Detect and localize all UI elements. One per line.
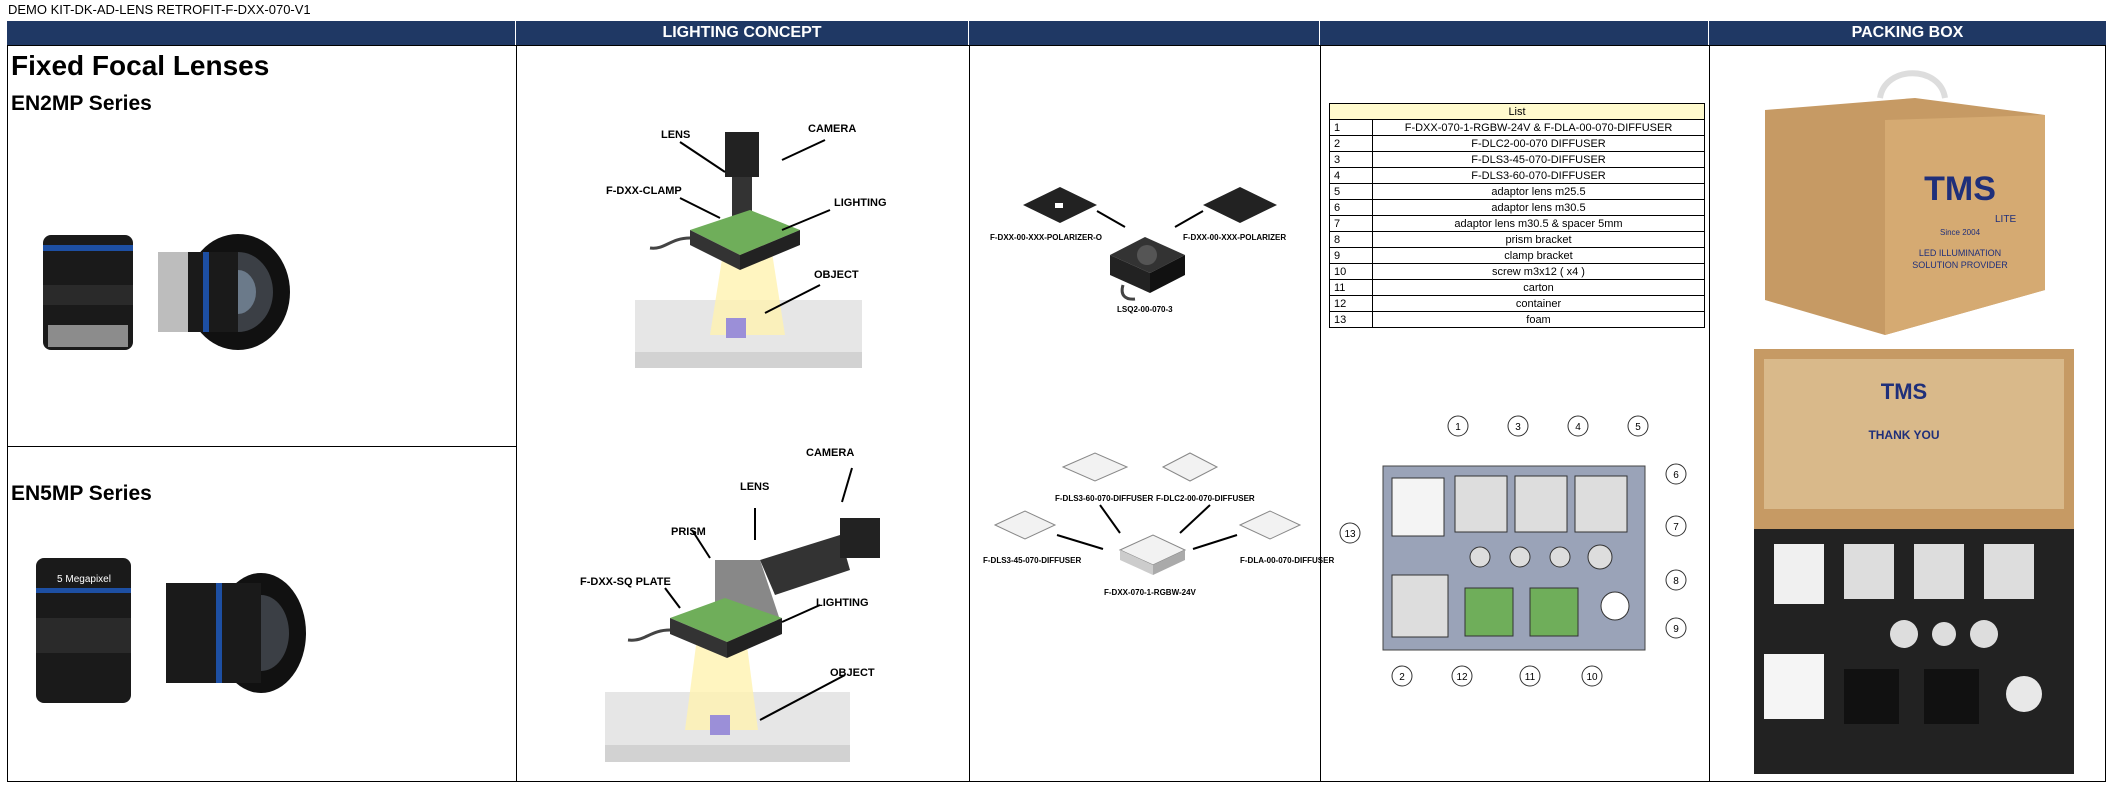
callout-7: 7 — [1673, 522, 1679, 533]
packing-box-photo: TMS LITE Since 2004 LED ILLUMINATION SOL… — [1765, 70, 2045, 335]
box-brand: TMS — [1924, 170, 1996, 208]
thank-you-text: THANK YOU — [1868, 428, 1939, 442]
callout-11: 11 — [1525, 672, 1536, 683]
concept1-lens-label: LENS — [661, 129, 691, 141]
box-since: Since 2004 — [1940, 228, 1981, 237]
series-en2mp-heading: EN2MP Series — [11, 92, 152, 115]
callout-10: 10 — [1586, 672, 1598, 683]
box-tagline-1: LED ILLUMINATION — [1919, 248, 2001, 258]
concept2-lens-label: LENS — [740, 481, 770, 493]
header-cell-packing-box: PACKING BOX — [1851, 24, 1964, 41]
lens-label-5mp: 5 Megapixel — [57, 574, 111, 585]
en2mp-lens-image — [43, 234, 290, 350]
open-box-photo: TMS THANK YOU — [1754, 349, 2074, 774]
callout-8: 8 — [1673, 576, 1679, 587]
concept2-prism-label: PRISM — [671, 526, 706, 538]
concept2-arrows — [664, 467, 853, 721]
concept2-camera-label: CAMERA — [806, 447, 855, 459]
concept1-clamp-label: F-DXX-CLAMP — [606, 185, 682, 197]
diffuser-dls3-60-label: F-DLS3-60-070-DIFFUSER — [1055, 494, 1154, 503]
diffuser-dls3-45-label: F-DLS3-45-070-DIFFUSER — [983, 556, 1082, 565]
box-sub: LITE — [1995, 214, 2016, 225]
header-cell-accessories — [969, 21, 1320, 45]
column-divider — [516, 45, 517, 782]
diffuser-dlc2-label: F-DLC2-00-070-DIFFUSER — [1156, 494, 1255, 503]
header-cell-lenses — [7, 21, 516, 45]
callout-9: 9 — [1673, 624, 1679, 635]
column-divider — [1320, 45, 1321, 782]
polarizer-label: F-DXX-00-XXX-POLARIZER — [1183, 233, 1287, 242]
concept1-object-label: OBJECT — [814, 269, 859, 281]
concept1-camera-label: CAMERA — [808, 123, 857, 135]
kit-layout-drawing: 1 3 4 5 6 7 8 9 10 11 12 2 13 — [1339, 415, 1687, 687]
diffuser-diagram — [993, 452, 1302, 575]
header-cell-lighting-concept: LIGHTING CONCEPT — [516, 21, 969, 45]
callout-4: 4 — [1575, 422, 1581, 433]
polarizer-diagram — [1023, 187, 1277, 301]
concept2-lighting-label: LIGHTING — [816, 597, 869, 609]
callout-5: 5 — [1635, 422, 1641, 433]
polarizer-o-label: F-DXX-00-XXX-POLARIZER-O — [990, 233, 1103, 242]
header-cell-list — [1320, 21, 1709, 45]
en5mp-lens-image: 5 Megapixel — [36, 558, 306, 703]
header-bar: LIGHTING CONCEPT PACKING BOX — [7, 21, 2106, 45]
column-divider — [1709, 45, 1710, 782]
concept1-arrows — [679, 139, 831, 314]
callout-6: 6 — [1673, 470, 1679, 481]
callout-3: 3 — [1515, 422, 1521, 433]
list-header: List — [1329, 103, 1705, 120]
lsq2-label: LSQ2-00-070-3 — [1117, 305, 1173, 314]
concept1-lighting-label: LIGHTING — [834, 197, 887, 209]
callout-12: 12 — [1456, 672, 1468, 683]
diffuser-dla-label: F-DLA-00-070-DIFFUSER — [1240, 556, 1335, 565]
lenses-title: Fixed Focal Lenses — [11, 50, 270, 81]
column-divider — [969, 45, 970, 782]
callout-2: 2 — [1399, 672, 1405, 683]
open-box-brand: TMS — [1881, 379, 1927, 404]
document-title: DEMO KIT-DK-AD-LENS RETROFIT-F-DXX-070-V… — [8, 2, 311, 17]
row-divider — [7, 446, 516, 447]
series-en5mp-heading: EN5MP Series — [11, 482, 152, 505]
diffuser-center-label: F-DXX-070-1-RGBW-24V — [1104, 588, 1196, 597]
box-tagline-2: SOLUTION PROVIDER — [1912, 260, 2008, 270]
callout-1: 1 — [1455, 422, 1461, 433]
lighting-concept-diagram-1 — [635, 132, 862, 368]
callout-13: 13 — [1344, 529, 1356, 540]
lighting-concept-diagram-2 — [605, 518, 880, 762]
concept2-plate-label: F-DXX-SQ PLATE — [580, 576, 671, 588]
